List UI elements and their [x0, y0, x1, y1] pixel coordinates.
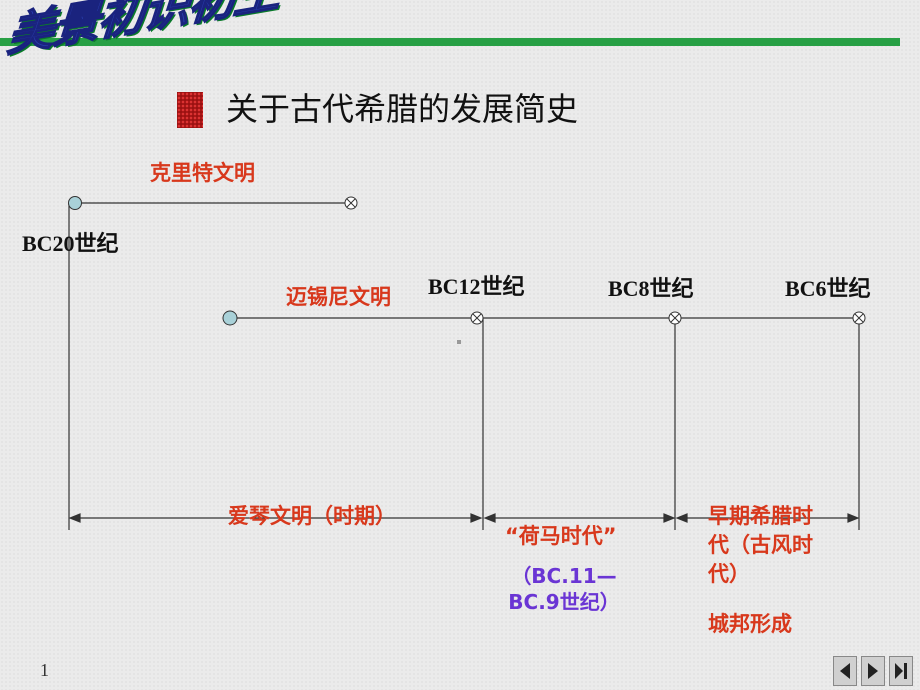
next-slide-button[interactable] [861, 656, 885, 686]
bc12-label: BC12世纪 [428, 274, 525, 299]
next-slide-icon [868, 663, 878, 679]
homer-period-label: “荷马时代” [505, 524, 617, 548]
small-marker [457, 340, 461, 344]
homer-dates-label: （BC.11— BC.9世纪） [504, 563, 624, 615]
bc20-label: BC20世纪 [22, 231, 119, 256]
city-state-label: 城邦形成 [708, 612, 792, 636]
slide-navigation [833, 656, 913, 686]
page-title: 关于古代希腊的发展简史 [226, 90, 579, 128]
archaic-period-label: 早期希腊时代（古风时代） [708, 504, 813, 586]
page-number: 1 [40, 660, 49, 680]
crete-end-node [344, 196, 358, 210]
prev-slide-icon [840, 663, 850, 679]
bc6-node [852, 311, 866, 325]
crete-start-node [68, 196, 82, 210]
bc8-label: BC8世纪 [608, 276, 694, 301]
top-green-bar [0, 38, 900, 46]
bc8-node [668, 311, 682, 325]
mycenae-label: 迈锡尼文明 [286, 285, 391, 309]
crete-label: 克里特文明 [150, 161, 255, 185]
aegean-period-label: 爱琴文明（时期） [228, 504, 396, 528]
homer-dates-line1: （BC.11— [511, 564, 617, 588]
bullet-icon [177, 92, 203, 128]
homer-dates-line2: BC.9世纪） [508, 590, 620, 614]
bc6-label: BC6世纪 [785, 276, 871, 301]
end-slide-icon [895, 663, 907, 679]
prev-slide-button[interactable] [833, 656, 857, 686]
archaic-arrow [675, 513, 860, 523]
homer-arrow [483, 513, 676, 523]
bc12-node [470, 311, 484, 325]
end-slide-button[interactable] [889, 656, 913, 686]
aegean-arrow [68, 513, 483, 523]
mycenae-start-node [222, 310, 238, 326]
